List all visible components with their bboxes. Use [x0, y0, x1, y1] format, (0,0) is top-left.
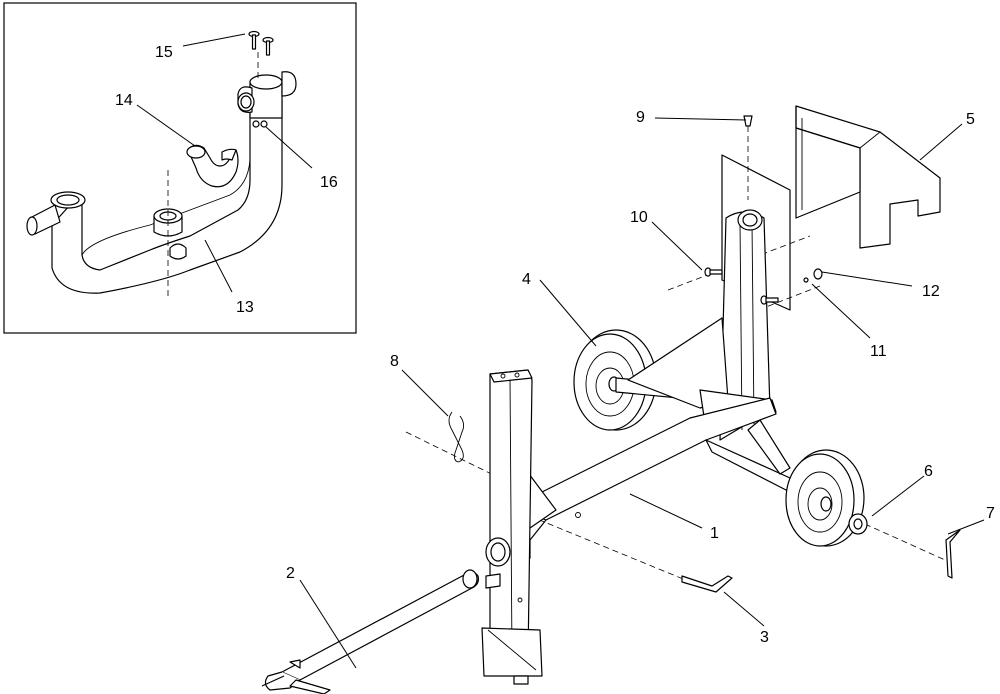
part-16-nuts: [252, 120, 268, 128]
part-4-wheel: [573, 329, 657, 431]
inset-detail: 15 14 16 13: [3, 2, 357, 334]
callout-5: 5: [966, 111, 975, 128]
part-10-bolts: [704, 267, 779, 305]
inset-frame: [3, 2, 357, 334]
leader-lines: [299, 117, 985, 669]
callout-9: 9: [636, 109, 645, 126]
callout-4: 4: [522, 271, 531, 288]
callout-16: 16: [320, 174, 338, 191]
part-15-screws: [248, 30, 274, 56]
part-1-frame: [519, 397, 797, 561]
callout-11: 11: [870, 343, 887, 360]
callout-3: 3: [760, 629, 769, 646]
callout-13: 13: [236, 299, 254, 316]
part-14-clamp: [186, 144, 239, 188]
part-3-pin: [681, 575, 733, 593]
callout-12: 12: [922, 283, 940, 300]
callout-7: 7: [986, 505, 995, 522]
part-11-nut: [803, 277, 809, 283]
callout-15: 15: [155, 44, 173, 61]
part-7-cotter: [945, 529, 961, 579]
part-8-clip: [448, 411, 465, 463]
callout-8: 8: [390, 353, 399, 370]
part-12-washer: [813, 268, 823, 280]
part-2-handle: [261, 569, 479, 694]
front-post: [481, 369, 543, 685]
callout-2: 2: [286, 565, 295, 582]
callout-14: 14: [115, 92, 133, 109]
part-6-front-wheel: [785, 449, 868, 547]
callout-10: 10: [630, 209, 648, 226]
callout-1: 1: [710, 525, 719, 542]
callout-6: 6: [924, 463, 933, 480]
part-5-cover: [795, 105, 941, 249]
part-9-plug: [743, 115, 753, 127]
